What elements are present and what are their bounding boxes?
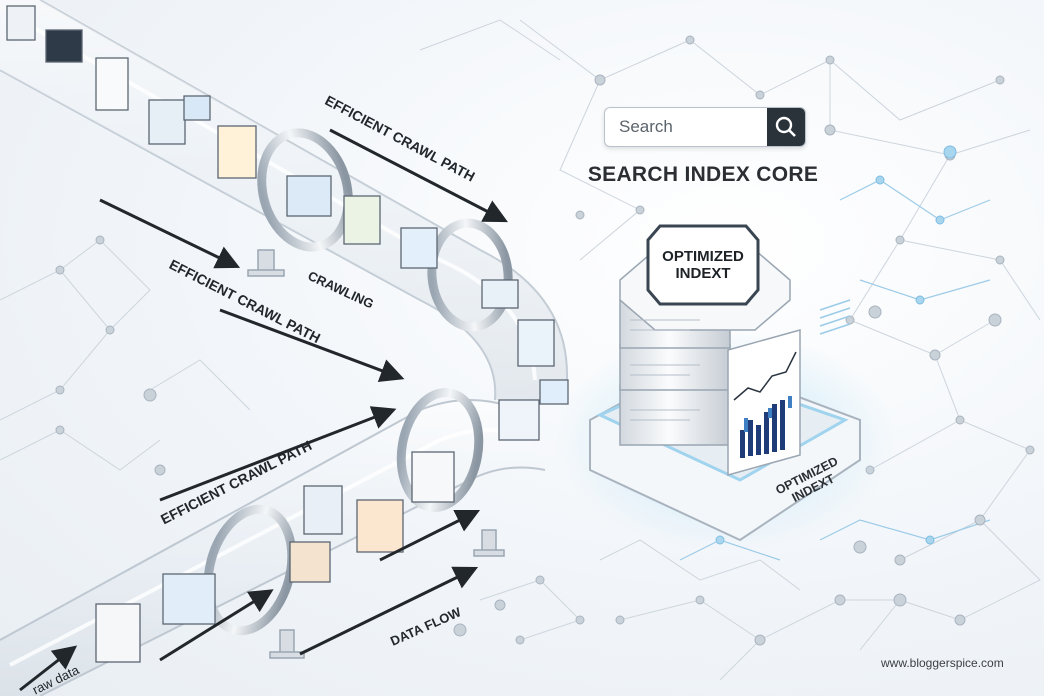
footer-site: www.bloggerspice.com [881,656,1004,670]
document-icon [6,5,569,663]
network-nodes-blue [715,145,957,545]
flow-arrow [19,128,508,692]
tube-ring [203,128,513,636]
search-bar[interactable]: Search [604,107,806,147]
doc-stack-icon [819,299,851,335]
search-button[interactable] [767,108,805,146]
index-server [555,224,895,550]
tube-support [247,249,505,659]
magnifier-icon [775,116,796,137]
search-placeholder: Search [619,117,673,136]
optimized-index-label: OPTIMIZED INDEXT [662,248,744,282]
core-title: SEARCH INDEX CORE [587,163,819,186]
